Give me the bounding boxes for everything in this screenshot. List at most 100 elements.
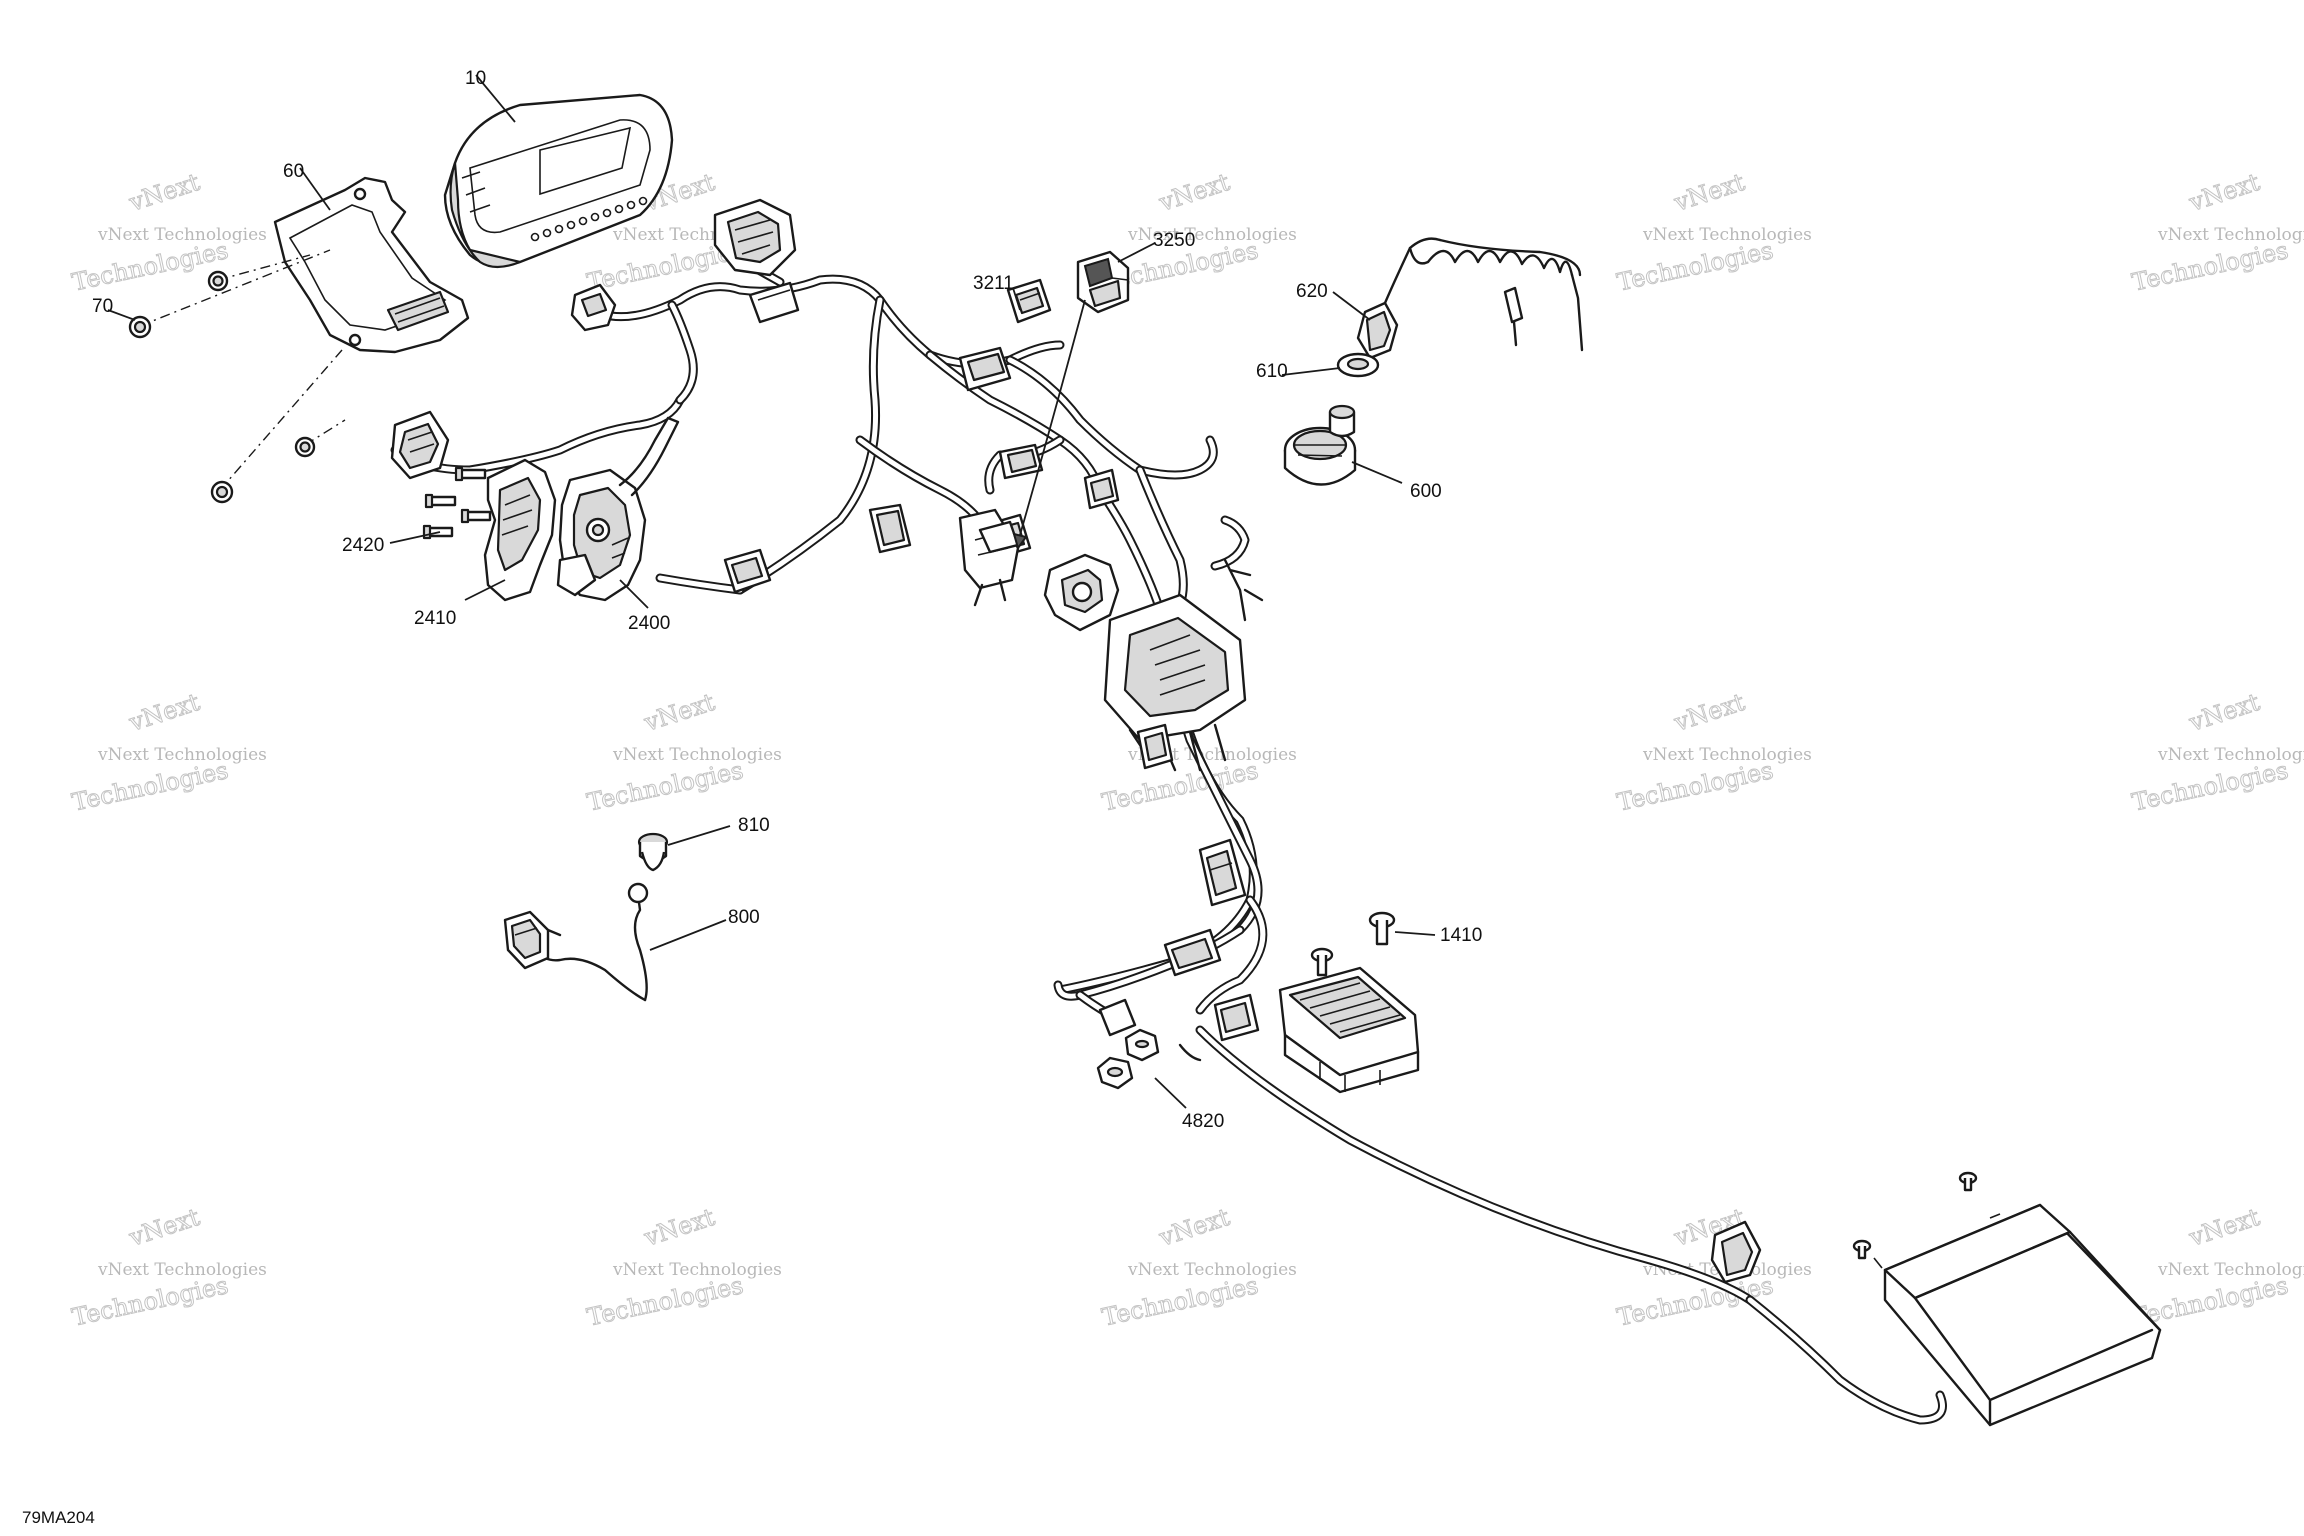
connector-mid-4 bbox=[868, 503, 912, 554]
nut-b bbox=[1124, 1028, 1160, 1062]
part-60-cluster-bracket[interactable] bbox=[273, 176, 470, 354]
watermark-vnext: vNext bbox=[125, 1203, 203, 1252]
watermark-text: vNext Technologies bbox=[612, 745, 782, 765]
watermark-technologies: Technologies bbox=[584, 756, 745, 816]
part-610-ring-nut[interactable] bbox=[1336, 352, 1380, 378]
nut-4 bbox=[210, 480, 234, 504]
callout-1410: 1410 bbox=[1440, 925, 1482, 946]
watermark-text: vNext Technologies bbox=[2157, 745, 2304, 765]
relay-block bbox=[1043, 553, 1120, 632]
reference-code: 79MA204 bbox=[22, 1508, 95, 1527]
part-3211-connector[interactable] bbox=[1006, 278, 1052, 324]
connector-lower-left bbox=[723, 548, 772, 594]
part-10-instrument-cluster[interactable] bbox=[443, 93, 674, 269]
callout-labels: 10 60 70 2420 2410 2400 3211 3250 620 61… bbox=[22, 68, 1482, 1527]
battery-cable-terminal[interactable] bbox=[1710, 1220, 1762, 1284]
screw-b bbox=[1310, 947, 1334, 977]
nut-2 bbox=[207, 270, 229, 292]
connector-mid-2 bbox=[998, 443, 1044, 480]
connector-bottom-1 bbox=[1136, 723, 1174, 770]
watermark-vnext: vNext bbox=[2185, 688, 2263, 737]
part-4820-nuts[interactable] bbox=[1096, 1028, 1202, 1090]
watermark-text: vNext Technologies bbox=[97, 1260, 267, 1280]
callout-2410: 2410 bbox=[414, 608, 456, 629]
part-620-tether-cord[interactable] bbox=[1356, 237, 1584, 360]
callout-800: 800 bbox=[728, 907, 760, 928]
watermark-vnext: vNext bbox=[1670, 168, 1748, 217]
watermark-text: vNext Technologies bbox=[1127, 225, 1297, 245]
part-810-cap[interactable] bbox=[637, 832, 669, 872]
watermark-vnext: vNext bbox=[640, 1203, 718, 1252]
routing-arrow bbox=[1012, 299, 1086, 551]
harness-connectors[interactable] bbox=[570, 198, 1260, 1042]
part-2420-screws[interactable] bbox=[422, 466, 492, 540]
watermark-vnext: vNext bbox=[125, 688, 203, 737]
watermark-text: vNext Technologies bbox=[1642, 745, 1812, 765]
callout-2400: 2400 bbox=[628, 613, 670, 634]
part-600-dess-switch[interactable] bbox=[1283, 404, 1357, 486]
callout-4820: 4820 bbox=[1182, 1111, 1224, 1132]
part-2410-switch-housing-half[interactable] bbox=[483, 458, 557, 602]
watermark-vnext: vNext bbox=[640, 688, 718, 737]
watermark-technologies: Technologies bbox=[584, 1271, 745, 1331]
fuse-box bbox=[1103, 593, 1247, 772]
part-3250-switch[interactable] bbox=[1076, 250, 1130, 314]
screw-3 bbox=[460, 508, 492, 524]
screw-1 bbox=[454, 466, 487, 482]
watermark-technologies: Technologies bbox=[1614, 756, 1775, 816]
battery[interactable] bbox=[1873, 1203, 2162, 1427]
callout-60: 60 bbox=[283, 161, 304, 182]
part-1410-screws[interactable] bbox=[1310, 911, 1978, 1260]
connector-top-small bbox=[748, 281, 800, 324]
connector-ground bbox=[1098, 998, 1137, 1037]
screw-d bbox=[1852, 1239, 1872, 1260]
callout-620: 620 bbox=[1296, 281, 1328, 302]
cluster-indicator-row bbox=[530, 196, 648, 242]
watermark-technologies: Technologies bbox=[1614, 236, 1775, 296]
watermark-vnext: vNext bbox=[125, 168, 203, 217]
callout-600: 600 bbox=[1410, 481, 1442, 502]
screw-2 bbox=[424, 493, 457, 509]
watermark-technologies: Technologies bbox=[1099, 756, 1260, 816]
watermark-vnext: vNext bbox=[2185, 1203, 2263, 1252]
watermark-technologies: Technologies bbox=[69, 1271, 230, 1331]
connector-mid-6 bbox=[1083, 468, 1120, 510]
watermark-vnext: vNext bbox=[1155, 1203, 1233, 1252]
screw-a bbox=[1368, 911, 1396, 946]
watermark-text: vNext Technologies bbox=[2157, 225, 2304, 245]
connector-mid-1 bbox=[958, 346, 1012, 392]
screw-c bbox=[1958, 1171, 1978, 1192]
watermark-vnext: vNext bbox=[2185, 168, 2263, 217]
callout-3211: 3211 bbox=[973, 273, 1014, 294]
part-2400-switch-housing[interactable] bbox=[556, 416, 680, 602]
watermark-text: vNext Technologies bbox=[1642, 225, 1812, 245]
callout-2420: 2420 bbox=[342, 535, 384, 556]
nut-a bbox=[1096, 1056, 1134, 1090]
watermark-text: vNext Technologies bbox=[612, 1260, 782, 1280]
watermark-vnext: vNext bbox=[1670, 688, 1748, 737]
part-70-nuts[interactable] bbox=[128, 249, 346, 504]
leader-lines bbox=[107, 74, 1436, 1109]
voltage-regulator[interactable] bbox=[1278, 966, 1420, 1094]
connector-left-bar bbox=[390, 410, 450, 480]
left-handlebar-harness[interactable] bbox=[390, 300, 698, 480]
watermark-text: vNext Technologies bbox=[2157, 1260, 2304, 1280]
watermark-technologies: Technologies bbox=[69, 756, 230, 816]
watermark-technologies: Technologies bbox=[1099, 1271, 1260, 1331]
watermark-text: vNext Technologies bbox=[97, 745, 267, 765]
watermark-text: vNext Technologies bbox=[97, 225, 267, 245]
connector-bottom-4 bbox=[1213, 993, 1260, 1042]
connector-bottom-3 bbox=[1163, 928, 1222, 977]
watermark-text: vNext Technologies bbox=[1127, 1260, 1297, 1280]
watermark-vnext: vNext bbox=[1155, 168, 1233, 217]
part-800-sensor-lead[interactable] bbox=[503, 882, 649, 1002]
watermark-technologies: Technologies bbox=[2129, 236, 2290, 296]
